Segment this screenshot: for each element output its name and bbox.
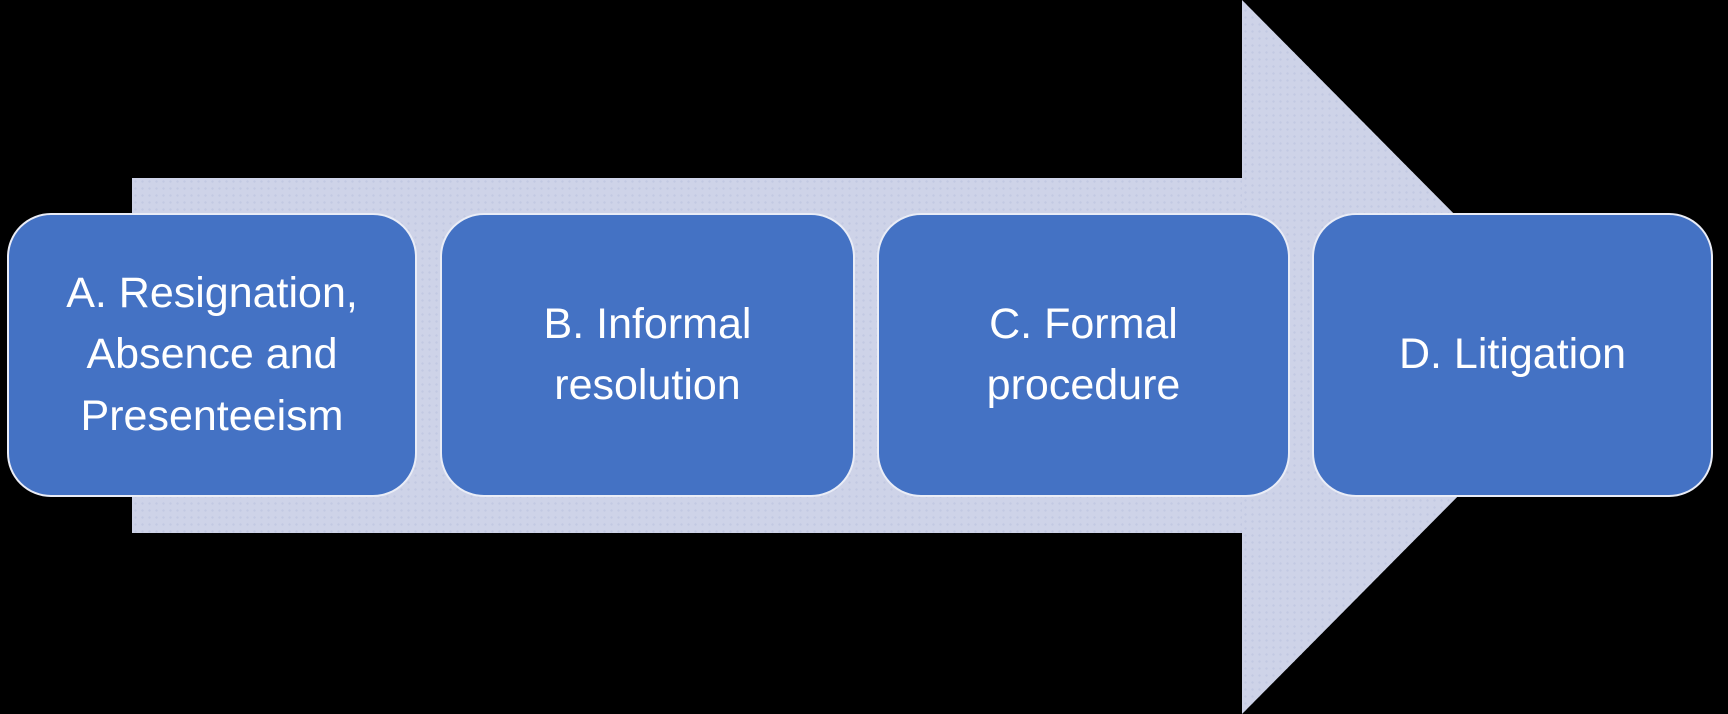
step-box-b: B. Informal resolution <box>440 213 855 497</box>
step-label-line: Absence and <box>86 330 338 379</box>
step-label-line: Presenteeism <box>80 391 344 440</box>
step-label-line: procedure <box>986 361 1181 409</box>
step-box-a: A. Resignation, Absence and Presenteeism <box>7 213 417 497</box>
step-box-c: C. Formal procedure <box>877 213 1290 497</box>
step-label-line: resolution <box>554 361 741 409</box>
step-label-line: D. Litigation <box>1398 330 1627 379</box>
step-label-line: A. Resignation, <box>66 269 358 318</box>
step-box-d: D. Litigation <box>1312 213 1713 497</box>
step-label-line: B. Informal <box>543 299 752 348</box>
step-label-line: C. Formal <box>989 299 1178 348</box>
